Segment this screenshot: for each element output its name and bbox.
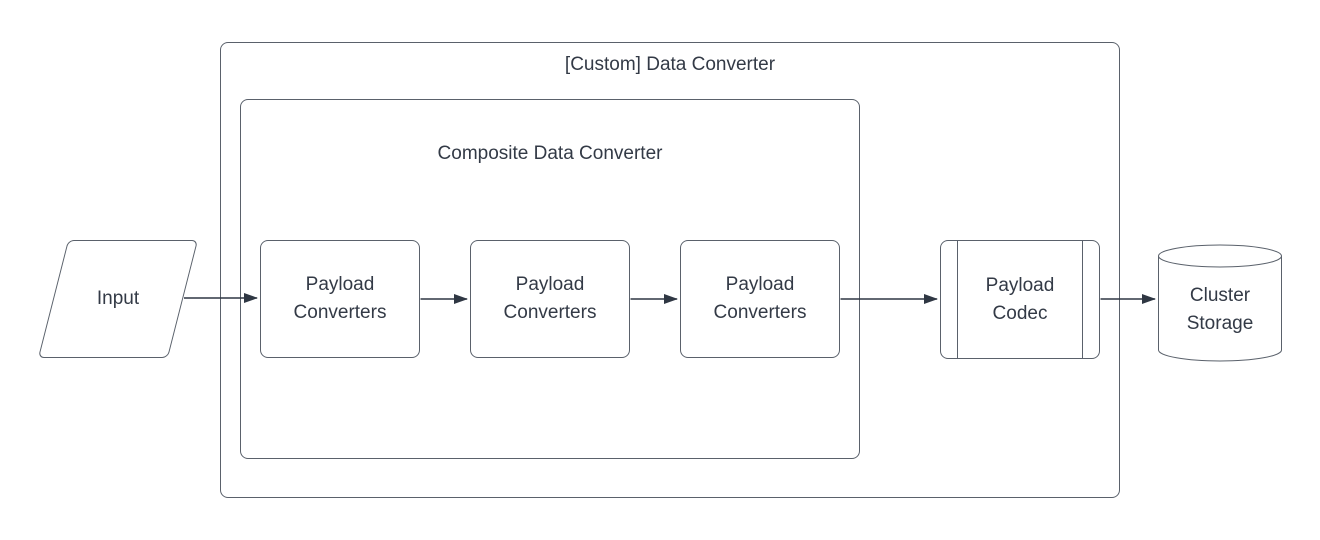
group-title-custom-data-converter: [Custom] Data Converter <box>564 54 776 75</box>
node-label-cluster-storage: Cluster Storage <box>1186 285 1254 334</box>
node-label-payload-converters-3: Payload Converters <box>713 274 807 323</box>
node-payload-codec: Payload Codec <box>940 240 1100 359</box>
node-label-input: Input <box>96 288 140 309</box>
node-label-payload-codec: Payload Codec <box>985 274 1055 324</box>
cylinder-shape <box>1158 244 1282 362</box>
node-payload-converters-3: Payload Converters <box>680 240 840 358</box>
codec-inner-bar-left <box>957 241 958 358</box>
node-label-payload-converters-1: Payload Converters <box>293 274 387 323</box>
node-payload-converters-1: Payload Converters <box>260 240 420 358</box>
node-payload-converters-2: Payload Converters <box>470 240 630 358</box>
codec-inner-bar-right <box>1082 241 1083 358</box>
group-title-composite-data-converter: Composite Data Converter <box>437 143 663 164</box>
node-cluster-storage: Cluster Storage <box>1158 244 1282 362</box>
node-input: Input <box>37 240 199 358</box>
node-label-payload-converters-2: Payload Converters <box>503 274 597 323</box>
